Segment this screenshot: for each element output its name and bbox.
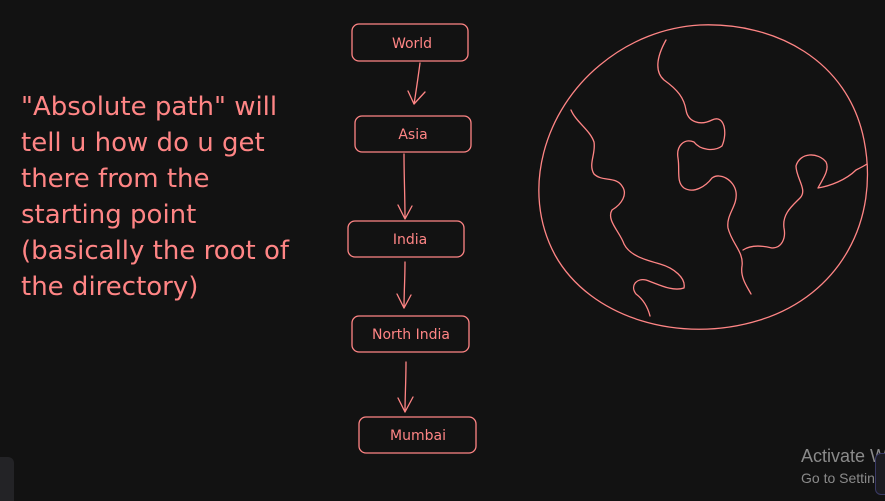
watermark-title: Activate W bbox=[801, 446, 885, 466]
watermark-subtitle: Go to Setting bbox=[801, 470, 883, 486]
note-line: starting point bbox=[21, 200, 197, 230]
note-line: there from the bbox=[21, 164, 210, 194]
note-line: (basically the root of bbox=[21, 236, 290, 266]
arrow-down-icon bbox=[397, 153, 413, 220]
node-box-north-india bbox=[351, 315, 470, 353]
node-label-north-india: North India bbox=[372, 327, 450, 343]
node-label-mumbai: Mumbai bbox=[390, 428, 446, 444]
corner-button[interactable] bbox=[875, 453, 885, 495]
node-box-asia bbox=[354, 115, 472, 153]
note-line: "Absolute path" will bbox=[21, 92, 278, 122]
arrow-down-icon bbox=[396, 261, 412, 309]
activation-watermark: Activate W Go to Setting bbox=[801, 444, 885, 488]
globe-sketch-icon bbox=[538, 24, 869, 330]
node-box-mumbai bbox=[358, 416, 477, 454]
note-line: tell u how do u get bbox=[21, 128, 265, 158]
node-box-india bbox=[347, 220, 465, 258]
note-line: the directory) bbox=[21, 272, 199, 302]
sidebar-toggle-tab[interactable] bbox=[0, 457, 14, 501]
node-label-world: World bbox=[392, 36, 432, 52]
arrow-down-icon bbox=[397, 361, 414, 413]
absolute-path-note: "Absolute path" will tell u how do u get… bbox=[21, 89, 351, 305]
node-label-asia: Asia bbox=[398, 127, 427, 143]
arrow-down-icon bbox=[407, 62, 426, 105]
node-box-world bbox=[351, 23, 469, 62]
node-label-india: India bbox=[393, 232, 427, 248]
